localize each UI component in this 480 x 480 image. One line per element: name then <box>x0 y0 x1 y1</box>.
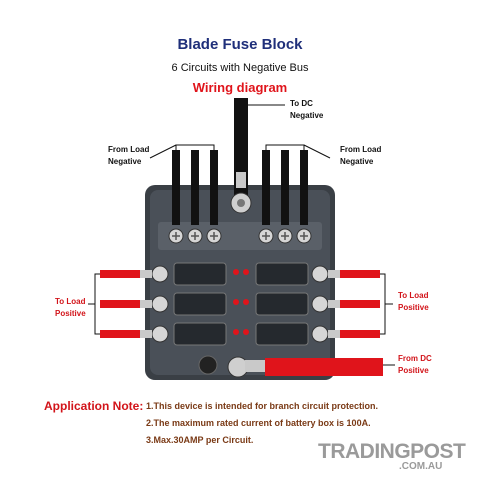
negative-wires-right <box>262 150 308 225</box>
diagram-subtitle: 6 Circuits with Negative Bus <box>171 62 309 74</box>
positive-terminal-screws <box>151 265 329 343</box>
brand-watermark: TRADINGPOST <box>318 440 466 463</box>
positive-wires-right <box>328 270 380 338</box>
wiring-diagram-heading: Wiring diagram <box>192 80 288 95</box>
to-dc-negative-label: To DC Negative <box>290 99 324 120</box>
from-load-negative-left-label: From Load Negative <box>108 145 150 166</box>
from-load-negative-right-label: From Load Negative <box>340 145 382 166</box>
diagram-title: Blade Fuse Block <box>177 36 303 53</box>
to-load-positive-left-label: To Load Positive <box>55 297 86 318</box>
brand-domain: .COM.AU <box>399 461 443 472</box>
led-indicators <box>233 269 249 335</box>
positive-wires-left <box>100 270 152 338</box>
negative-wires-left <box>172 150 218 225</box>
application-note-heading: Application Note: <box>44 399 144 413</box>
application-note-line-3: 3.Max.30AMP per Circuit. <box>146 435 254 445</box>
to-load-positive-right-label: To Load Positive <box>398 291 429 312</box>
from-dc-positive-cable <box>265 358 383 376</box>
application-note-line-2: 2.The maximum rated current of battery b… <box>146 418 371 428</box>
application-note-line-1: 1.This device is intended for branch cir… <box>146 401 379 411</box>
cover-screw <box>198 355 218 375</box>
from-dc-positive-label: From DC Positive <box>398 354 432 375</box>
fuse-slots <box>173 262 309 346</box>
negative-bus-strip <box>158 222 322 250</box>
guide-lines <box>88 104 395 366</box>
